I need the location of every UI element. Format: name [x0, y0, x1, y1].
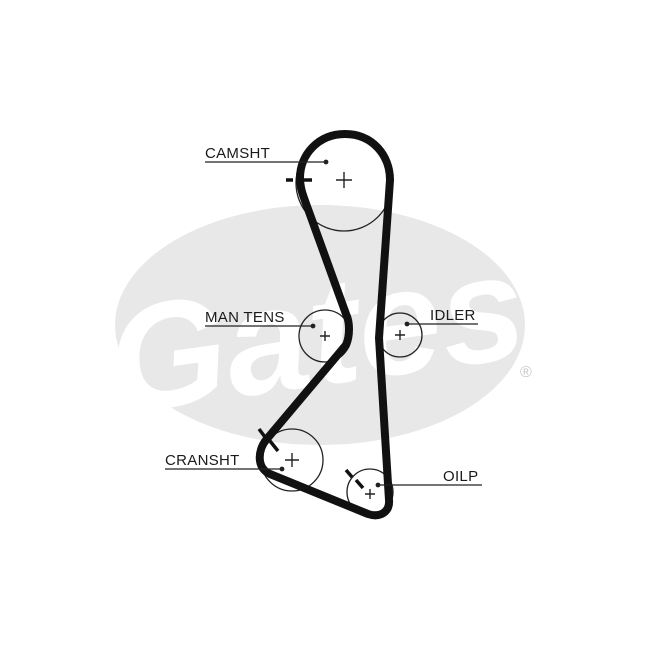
crankshaft-center-cross: [285, 453, 299, 467]
camshaft-leader-dot: [323, 159, 329, 165]
idler-label: IDLER: [430, 307, 476, 324]
oil-pump-label: OILP: [443, 468, 478, 485]
crankshaft-leader-dot: [279, 466, 285, 472]
idler-leader-dot: [404, 321, 410, 327]
oil-pump-timing-mark-1: [344, 468, 354, 479]
watermark-ellipse: [115, 205, 525, 445]
timing-marks: [257, 178, 365, 490]
camshaft-label: CAMSHT: [205, 145, 270, 162]
crankshaft-timing-mark-1: [257, 427, 267, 439]
camshaft-center-cross: [336, 172, 352, 188]
brand-watermark: Gates ®: [98, 205, 534, 445]
crankshaft-timing-mark-2: [268, 439, 280, 453]
oil-pump-timing-mark-2: [354, 478, 365, 490]
pulley-centers: [285, 172, 405, 499]
timing-belt: [255, 130, 394, 520]
manual-tensioner-label: MAN TENS: [205, 309, 285, 326]
leader-lines: [165, 161, 482, 486]
leader-dots: [279, 159, 410, 488]
registered-mark: ®: [520, 364, 532, 381]
oil-pump-leader-dot: [375, 482, 381, 488]
crankshaft-label: CRANSHT: [165, 452, 240, 469]
tensioner-center-cross: [320, 331, 330, 341]
oil-pump-center-cross: [365, 489, 375, 499]
idler-center-cross: [395, 330, 405, 340]
tensioner-leader-dot: [310, 323, 316, 329]
